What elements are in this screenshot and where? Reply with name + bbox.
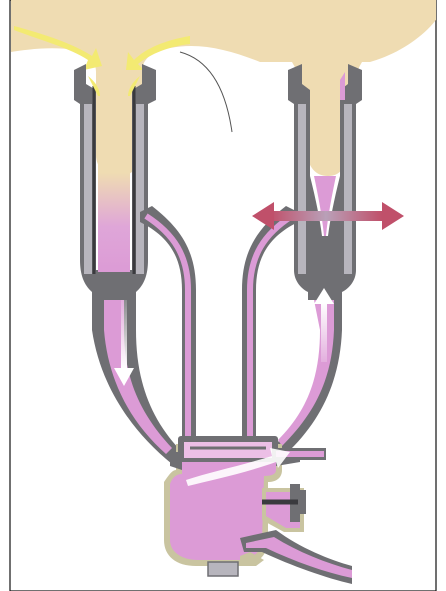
claw-bottom-stub <box>208 562 238 576</box>
